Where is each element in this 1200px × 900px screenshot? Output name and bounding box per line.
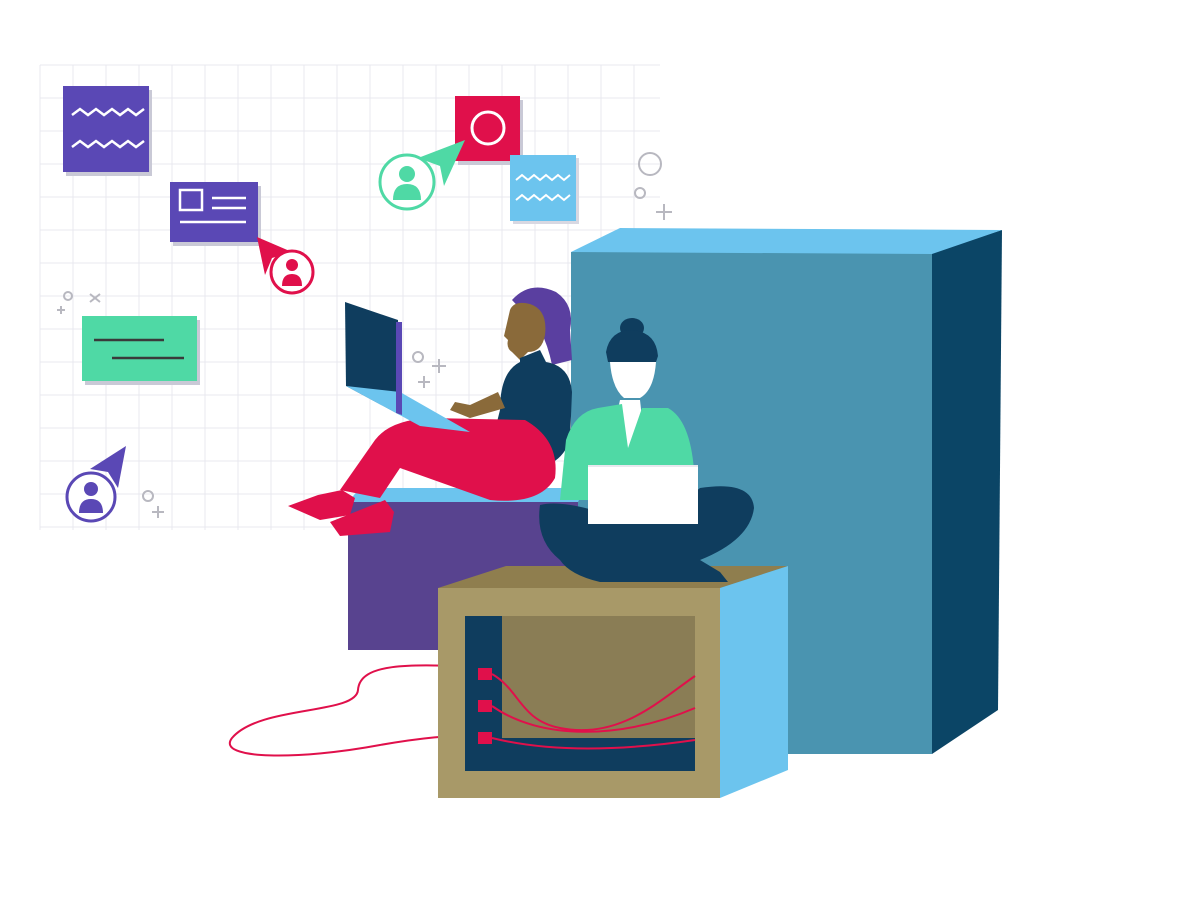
- red-cable: [228, 664, 487, 757]
- user-avatar-icon-purple: [65, 471, 117, 523]
- wooden-crate-box: [438, 566, 788, 798]
- small-wave-card-icon: [510, 155, 579, 224]
- woman-with-laptop-right: [539, 318, 754, 582]
- user-avatar-icon-mint: [378, 153, 436, 211]
- cursor-arrow-icon-purple: [90, 446, 126, 488]
- text-card-icon: [82, 316, 200, 385]
- circle-card-icon: [455, 96, 523, 165]
- woman-with-laptop-left: [288, 287, 572, 536]
- decorative-glyphs: [57, 152, 672, 518]
- cursor-arrow-icon-mint: [418, 140, 465, 186]
- wave-card-icon: [63, 86, 152, 176]
- user-avatar-icon-crimson: [269, 249, 315, 295]
- profile-card-icon: [170, 182, 261, 246]
- cursor-arrow-icon-crimson: [257, 237, 292, 275]
